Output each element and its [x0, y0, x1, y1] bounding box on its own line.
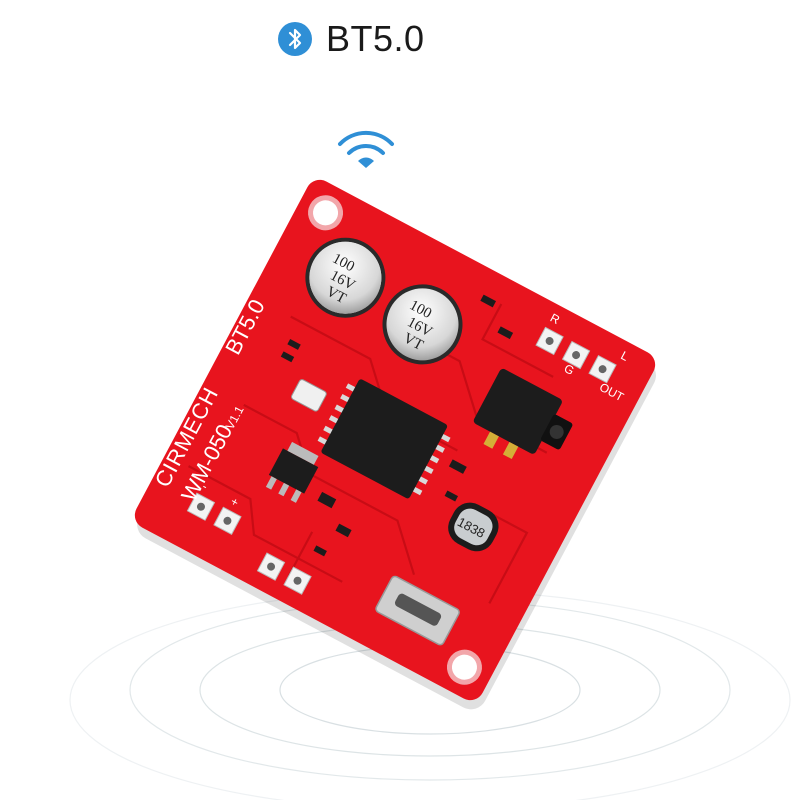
power-pins [186, 492, 312, 595]
mounting-holes [308, 195, 482, 685]
output-header [535, 326, 617, 384]
bluetooth-icon [278, 22, 312, 56]
wifi-icon [338, 130, 394, 168]
capacitor: 100 16V VT [305, 237, 386, 318]
header-title: BT5.0 [278, 18, 425, 60]
pcb-board: 100 16V VT 100 16V VT [134, 179, 656, 710]
ir-receiver: 1838 [448, 502, 499, 552]
micro-usb-port [375, 575, 460, 646]
header-label: BT5.0 [326, 18, 425, 59]
main-chip [317, 379, 451, 499]
pin-label-minus: - [200, 479, 210, 493]
voltage-regulator [265, 441, 319, 503]
crystal [291, 379, 327, 412]
capacitor: 100 16V VT [382, 284, 463, 365]
smd-components [280, 294, 514, 557]
audio-jack [473, 368, 573, 460]
